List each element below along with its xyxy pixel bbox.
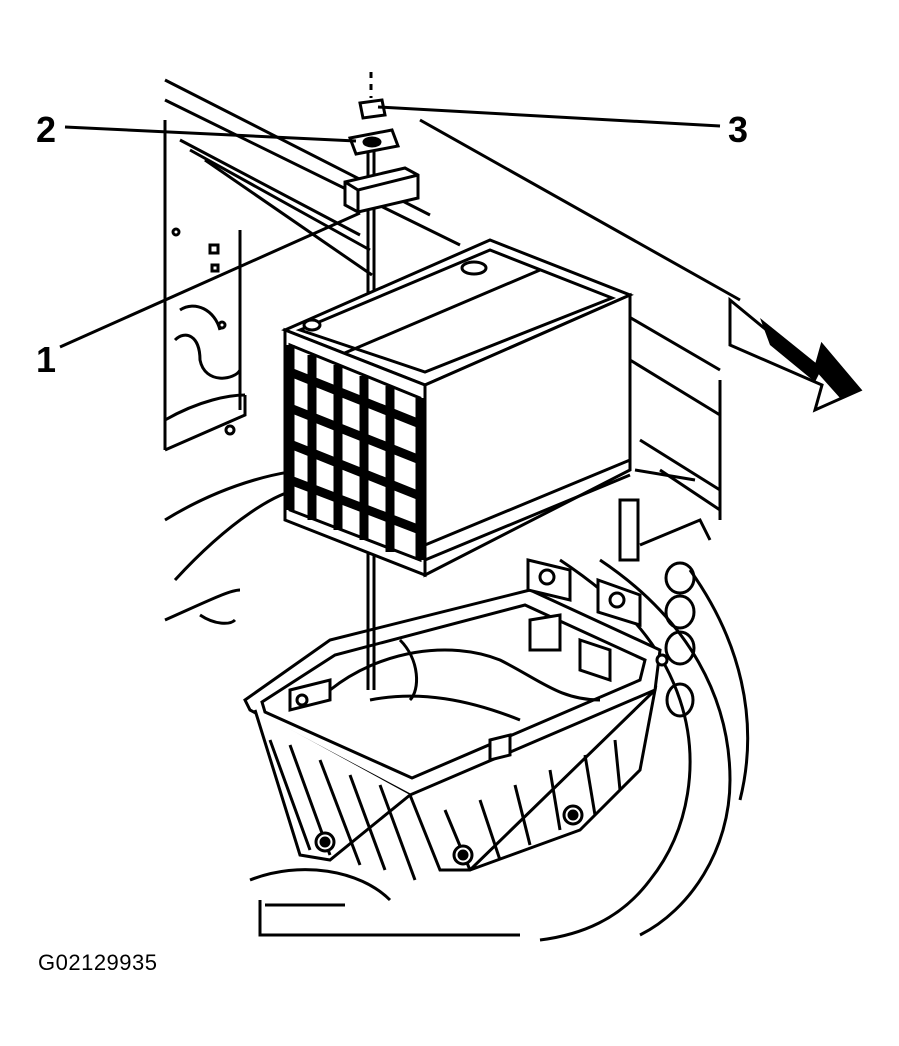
hold-down-retainer [343, 166, 420, 214]
washer [347, 128, 401, 156]
nut [358, 72, 387, 120]
hold-down-bolt [366, 140, 376, 690]
leader-line-2 [64, 125, 357, 143]
leader-line-3 [377, 105, 721, 128]
leader-lines [59, 105, 721, 349]
battery-insulator-grid [285, 345, 425, 560]
leader-line-1 [59, 211, 361, 349]
battery [281, 238, 634, 578]
figure-id: G02129935 [38, 950, 158, 975]
callout-label-1: 1 [36, 339, 56, 380]
battery-tray [243, 558, 669, 881]
callout-label-2: 2 [36, 109, 56, 150]
front-direction-arrow-icon [728, 296, 863, 413]
callout-label-3: 3 [728, 109, 748, 150]
